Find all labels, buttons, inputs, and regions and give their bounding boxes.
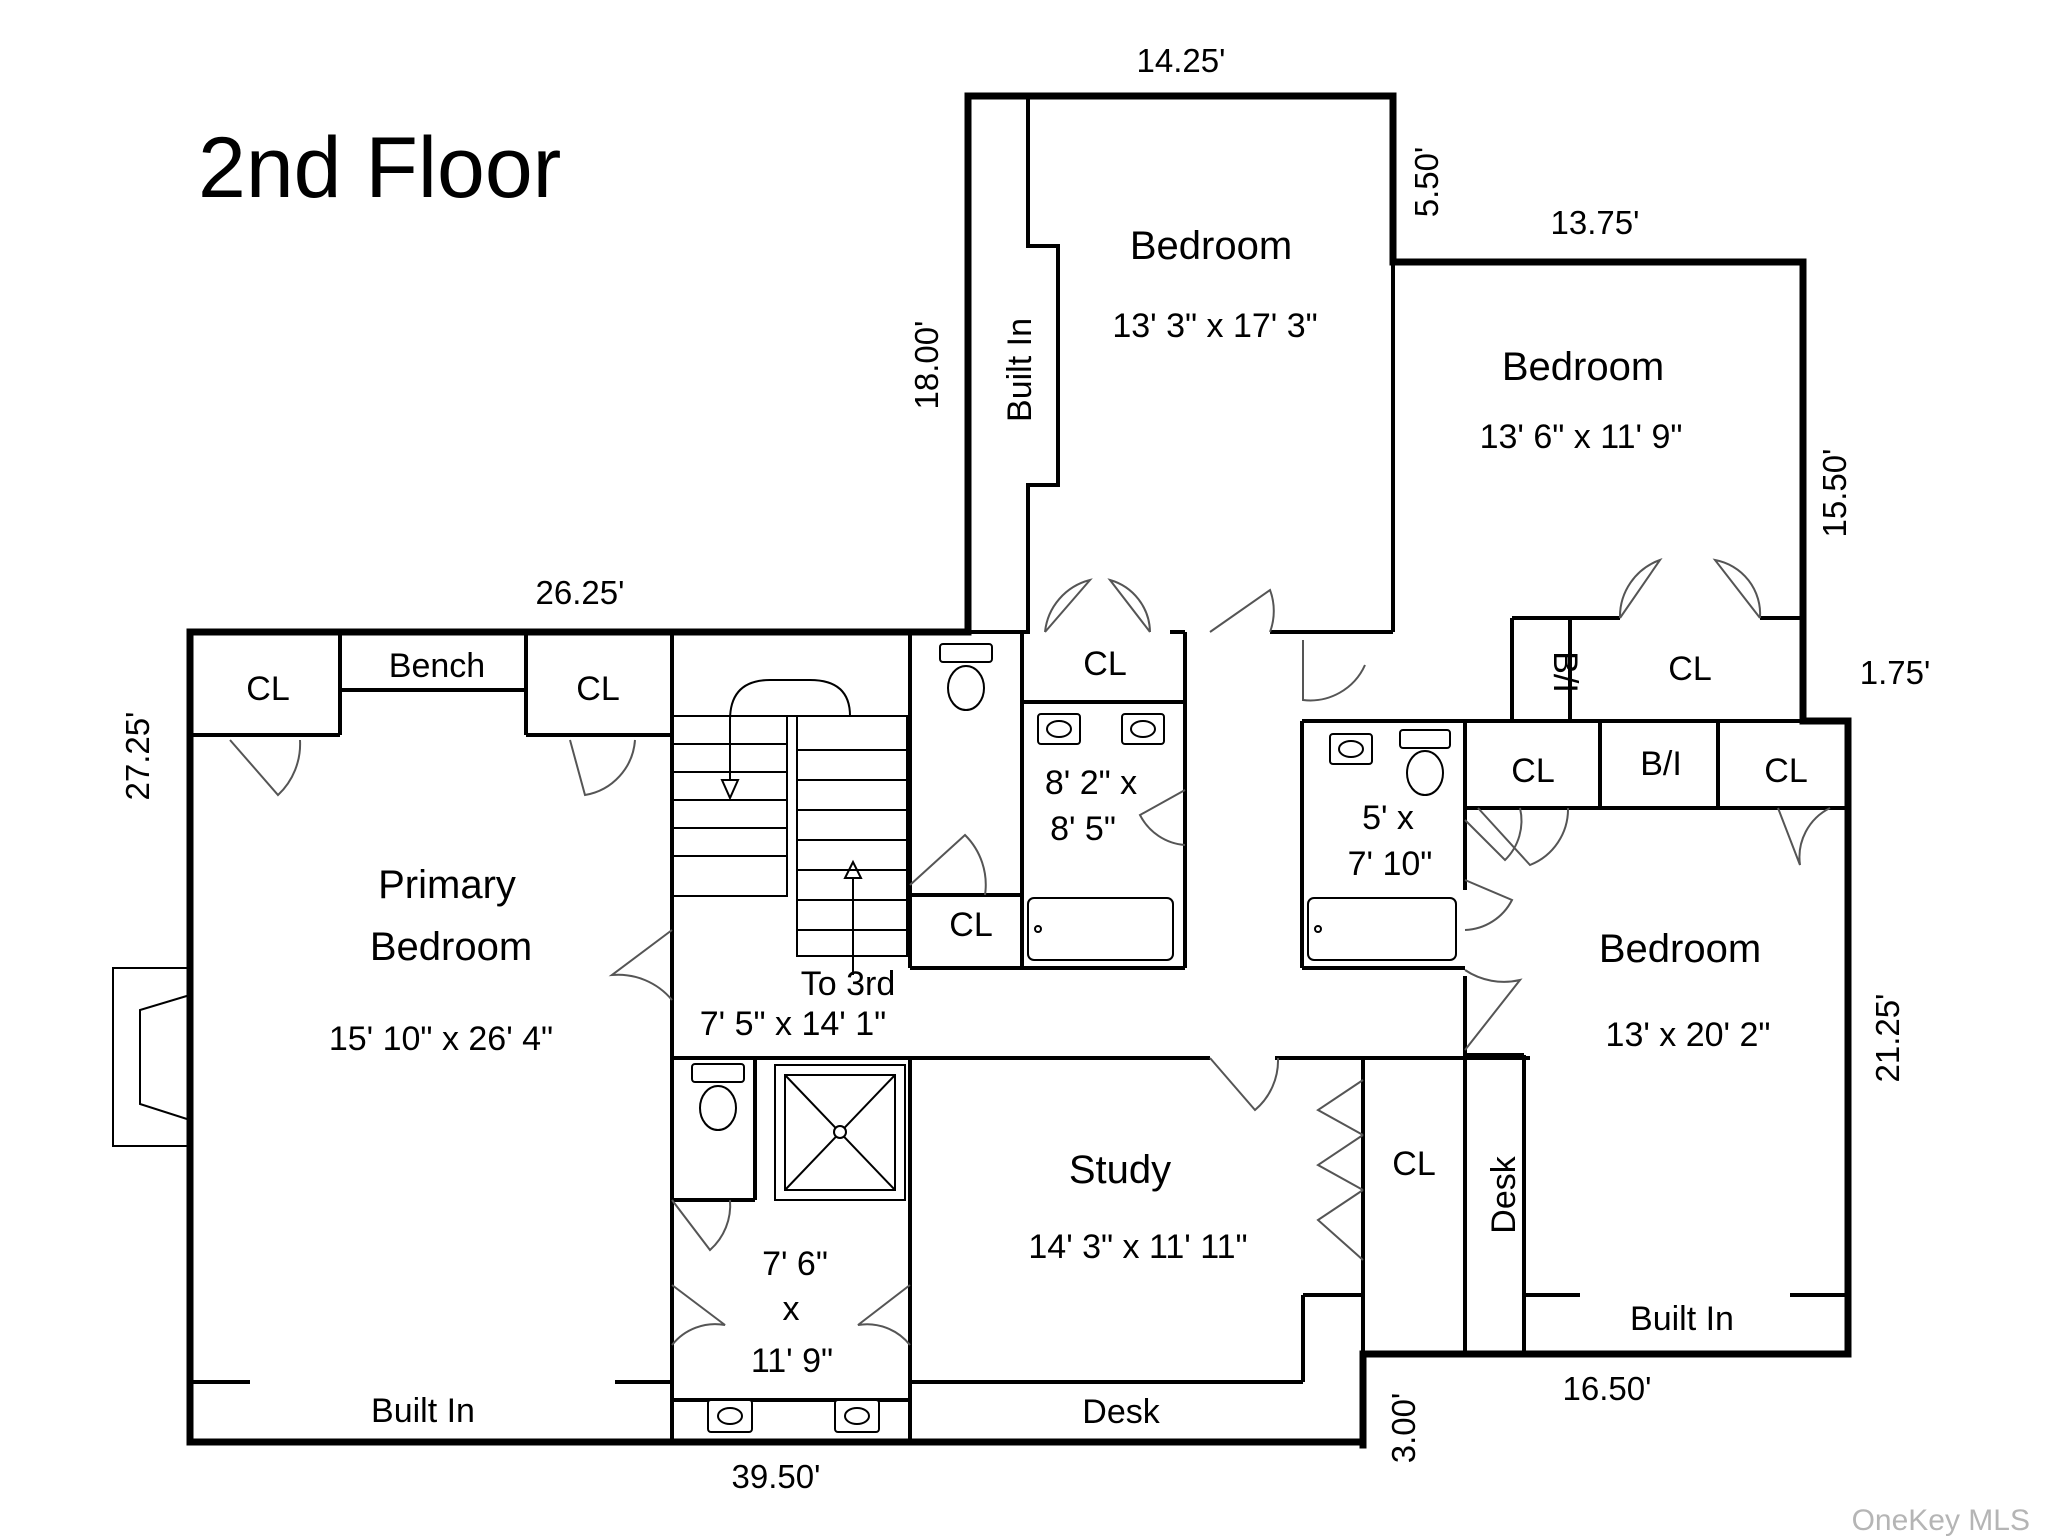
room-labels: Primary Bedroom 15' 10" x 26' 4" Bedroom… [329,224,1771,1380]
bath-center-size-1: 8' 2" x [1045,764,1137,802]
hall-size: 7' 5" x 14' 1" [700,1005,886,1043]
bedroom-top-size: 13' 3" x 17' 3" [1112,307,1317,345]
bath-primary-size-3: 11' 9" [751,1342,833,1380]
bi-label: B/I [1640,745,1682,783]
stairs-label: To 3rd [801,965,896,1003]
staircase [671,679,908,975]
dim-26-25: 26.25' [536,574,625,611]
interior-walls [190,96,1848,1442]
bedroom-lower-right-size: 13' x 20' 2" [1606,1016,1771,1054]
bath-center-size-2: 8' 5" [1050,810,1116,848]
bath-primary-size-2: x [783,1290,800,1328]
dim-1-75: 1.75' [1860,654,1931,691]
study-label: Study [1069,1148,1171,1192]
dim-39-50: 39.50' [732,1458,821,1495]
bi-label: B/I [1546,651,1584,693]
exterior-dimensions: 14.25' 5.50' 13.75' 18.00' 15.50' 26.25'… [119,42,1930,1495]
bath-primary-size-1: 7' 6" [762,1245,828,1283]
primary-bedroom-label-1: Primary [378,863,516,907]
primary-bedroom-label-2: Bedroom [370,925,532,969]
built-in-label: Built In [1630,1300,1734,1338]
closet-label: CL [1511,752,1554,790]
built-in-label: Built In [1001,318,1039,422]
closet-label: CL [949,906,992,944]
closet-label: CL [246,670,289,708]
bedroom-top-label: Bedroom [1130,224,1292,268]
dim-5-50: 5.50' [1408,147,1445,218]
dim-27-25: 27.25' [119,712,156,801]
closet-label: CL [576,670,619,708]
bedroom-lower-right-label: Bedroom [1599,927,1761,971]
closet-label: CL [1392,1145,1435,1183]
door-swings [229,558,1831,1346]
closet-label: CL [1764,752,1807,790]
primary-bedroom-size: 15' 10" x 26' 4" [329,1020,553,1058]
floor-title: 2nd Floor [198,120,561,216]
desk-label: Desk [1082,1393,1160,1431]
closet-label: CL [1083,645,1126,683]
closet-labels: CL CL Bench CL CL CL CL B/I CL CL Built … [246,318,1807,1431]
bedroom-right-size: 13' 6" x 11' 9" [1480,418,1683,456]
dim-15-50: 15.50' [1816,449,1853,538]
dim-18-00: 18.00' [908,321,945,410]
bath-right-size-1: 5' x [1362,799,1414,837]
built-in-label: Built In [371,1392,475,1430]
bathroom-fixtures [691,643,1457,1433]
watermark: OneKey MLS [1852,1504,2030,1536]
dim-14-25: 14.25' [1137,42,1226,79]
dim-3-00: 3.00' [1385,1393,1422,1464]
dim-13-75: 13.75' [1551,204,1640,241]
bedroom-right-label: Bedroom [1502,345,1664,389]
desk-label: Desk [1485,1155,1523,1233]
study-size: 14' 3" x 11' 11" [1028,1228,1247,1266]
bench-label: Bench [389,647,485,685]
dim-21-25: 21.25' [1869,994,1906,1083]
dim-16-50: 16.50' [1563,1370,1652,1407]
bath-right-size-2: 7' 10" [1348,845,1433,883]
fireplace [112,967,191,1147]
closet-label: CL [1668,650,1711,688]
